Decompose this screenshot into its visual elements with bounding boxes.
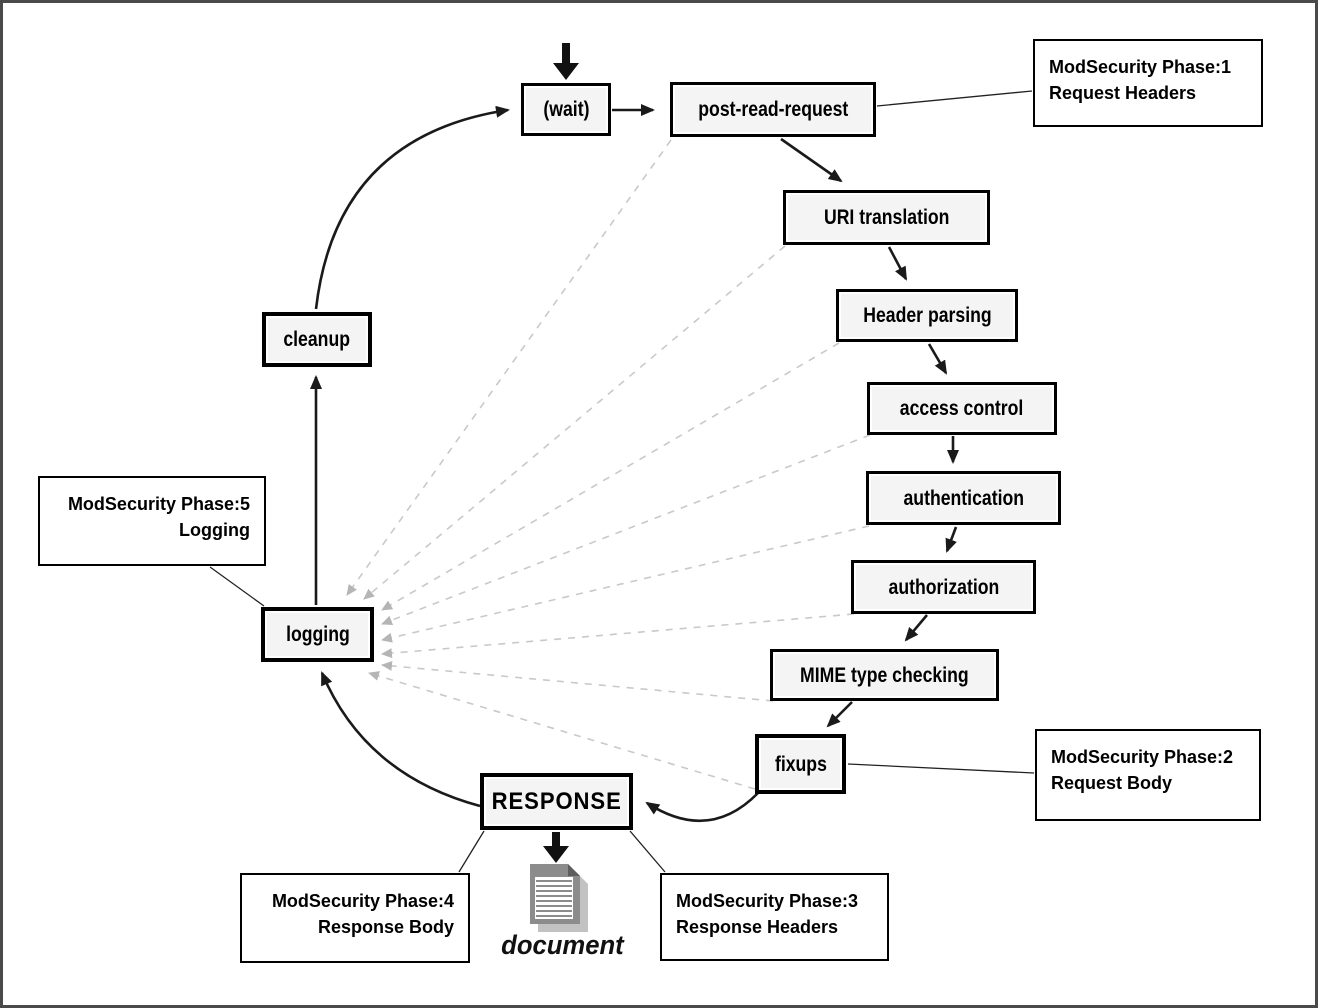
node-authentication-label: authentication: [903, 486, 1024, 510]
edge-dashed-uri-logging: [363, 245, 786, 600]
document-icon: [530, 864, 588, 932]
entry-down-arrow-icon: [553, 43, 579, 80]
node-wait: (wait): [521, 83, 611, 136]
node-header-parsing-label: Header parsing: [862, 304, 992, 327]
callout-modsecurity-phase3: ModSecurity Phase:3 Response Headers: [660, 873, 889, 961]
callout-phase2-line1: ModSecurity Phase:2: [1051, 747, 1234, 767]
node-post-read-request-label: post-read-request: [698, 98, 848, 121]
callout-phase5-line2: Logging: [179, 520, 250, 540]
edge-dashed-mime-logging: [381, 660, 774, 702]
callout-phase4-line1: ModSecurity Phase:4: [271, 891, 454, 911]
edge-post-read-uri: [780, 137, 843, 183]
node-post-read-request: post-read-request: [670, 82, 876, 137]
edge-authn-authz: [945, 526, 958, 553]
node-cleanup-label: cleanup: [283, 328, 351, 351]
node-authorization: authorization: [851, 560, 1036, 614]
node-fixups-label: fixups: [774, 752, 827, 776]
edge-response-logging: [320, 671, 481, 808]
callout-modsecurity-phase1: ModSecurity Phase:1 Request Headers: [1033, 39, 1263, 127]
edge-dashed-authz-logging: [381, 613, 855, 659]
node-mime-type-checking-label: MIME type checking: [800, 663, 969, 687]
node-cleanup: cleanup: [262, 312, 372, 367]
node-logging-label: logging: [285, 623, 350, 646]
edge-dashed-header-logging: [381, 342, 840, 611]
connector-response-phase3: [629, 830, 666, 873]
node-fixups: fixups: [755, 734, 846, 794]
node-authentication: authentication: [866, 471, 1061, 525]
node-logging: logging: [261, 607, 374, 662]
callout-phase1-line2: Request Headers: [1049, 83, 1197, 103]
callout-phase2-line2: Request Body: [1051, 773, 1173, 793]
node-access-control-label: access control: [900, 397, 1024, 420]
edge-dashed-access-logging: [381, 434, 871, 626]
callout-phase5-line1: ModSecurity Phase:5: [67, 494, 250, 514]
edge-fixups-response: [645, 792, 759, 823]
node-response: RESPONSE: [480, 773, 633, 830]
connector-post-read-phase1: [876, 90, 1033, 107]
callout-phase3-line2: Response Headers: [676, 917, 839, 937]
connector-response-phase4: [458, 830, 485, 873]
node-uri-translation-label: URI translation: [823, 206, 950, 229]
edge-dashed-fixups-logging: [368, 671, 756, 790]
callout-phase1-line1: ModSecurity Phase:1: [1049, 57, 1232, 77]
node-wait-label: (wait): [542, 98, 590, 121]
edge-dashed-authn-logging: [381, 525, 870, 643]
node-authorization-label: authorization: [888, 575, 999, 599]
connector-fixups-phase2: [847, 763, 1035, 774]
node-header-parsing: Header parsing: [836, 289, 1018, 342]
callout-modsecurity-phase2: ModSecurity Phase:2 Request Body: [1035, 729, 1261, 821]
edge-dashed-post-read-logging: [346, 139, 672, 596]
callout-phase4-line2: Response Body: [317, 917, 454, 937]
connector-phase5-logging: [209, 566, 265, 607]
edge-header-access: [927, 343, 948, 375]
callout-modsecurity-phase5: ModSecurity Phase:5 Logging: [38, 476, 266, 566]
node-access-control: access control: [867, 382, 1057, 435]
callout-phase3-line1: ModSecurity Phase:3: [676, 891, 859, 911]
edge-uri-header: [887, 246, 908, 281]
callout-modsecurity-phase4: ModSecurity Phase:4 Response Body: [240, 873, 470, 963]
node-uri-translation: URI translation: [783, 190, 990, 245]
edge-authz-mime: [904, 614, 928, 642]
edge-mime-fixups: [826, 701, 853, 728]
response-down-arrow-icon: [543, 832, 569, 863]
node-mime-type-checking: MIME type checking: [770, 649, 999, 701]
document-label: document: [501, 930, 624, 960]
edge-cleanup-wait: [314, 105, 510, 310]
node-response-label: RESPONSE: [491, 787, 622, 815]
